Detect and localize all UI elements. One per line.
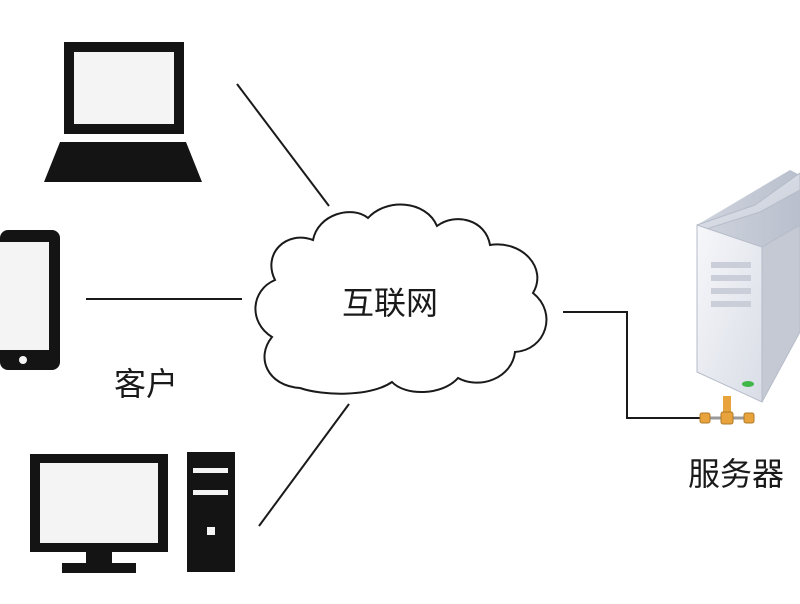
server-label: 服务器 <box>688 455 785 493</box>
laptop-icon <box>44 42 202 182</box>
client-label: 客户 <box>114 365 179 403</box>
server-tower-icon <box>696 170 800 425</box>
edge-laptop-internet <box>236 83 330 207</box>
edge-desktop-internet <box>258 403 350 527</box>
internet-label: 互联网 <box>342 284 439 322</box>
desktop-computer-icon <box>30 452 235 573</box>
tablet-icon <box>0 230 60 370</box>
cloud-icon <box>254 203 548 395</box>
edge-internet-server <box>563 311 705 419</box>
